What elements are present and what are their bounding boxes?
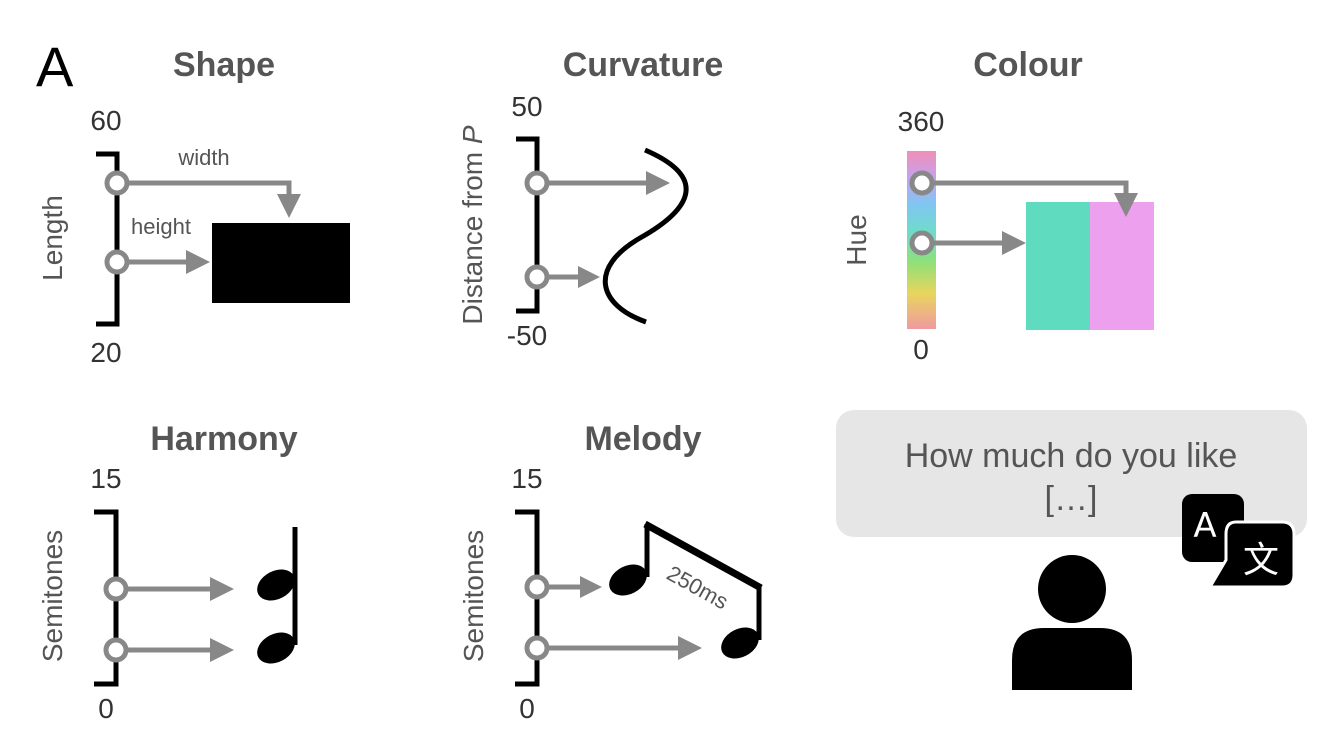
prompt-line-1: How much do you like <box>905 437 1238 475</box>
melody-second-arrowhead <box>678 636 702 660</box>
person-icon <box>1012 555 1132 690</box>
curvature-axis-label: Distance from P <box>457 125 488 325</box>
shape-title: Shape <box>173 46 275 84</box>
curvature-title: Curvature <box>563 46 724 84</box>
shape-width-arrowhead <box>277 194 301 218</box>
translate-icon-cjk: 文 <box>1243 540 1279 581</box>
melody-panel: Melody 15 0 Semitones 250ms <box>458 420 763 724</box>
melody-bottom-node <box>524 635 550 661</box>
harmony-chord-notes <box>257 527 298 664</box>
colour-top-arrowhead <box>1114 193 1138 217</box>
melody-axis-label: Semitones <box>458 530 489 662</box>
harmony-bottom-arrowhead <box>210 638 234 662</box>
melody-bottom-tick: 0 <box>519 693 535 724</box>
harmony-top-arrowhead <box>210 577 234 601</box>
curvature-top-tick: 50 <box>511 91 542 122</box>
harmony-axis-label: Semitones <box>37 530 68 662</box>
shape-height-label: height <box>131 214 191 239</box>
curvature-bottom-tick: -50 <box>507 320 547 351</box>
teal-swatch <box>1026 202 1090 330</box>
panel-letter: A <box>36 35 74 98</box>
melody-note-first <box>609 564 647 596</box>
shape-axis-bracket <box>96 151 120 327</box>
harmony-top-tick: 15 <box>90 463 121 494</box>
rating-panel: How much do you like […] A 文 <box>836 410 1307 690</box>
shape-width-label: width <box>177 145 229 170</box>
harmony-note-lower <box>257 632 295 664</box>
melody-note-second <box>721 627 759 659</box>
person-body <box>1012 628 1132 690</box>
curvature-bottom-arrowhead <box>578 266 600 288</box>
colour-bottom-tick: 0 <box>913 334 929 365</box>
curvature-s-curve <box>602 147 689 325</box>
shape-width-node <box>104 170 130 196</box>
shape-width-arrow <box>117 180 292 196</box>
colour-axis-label: Hue <box>841 214 872 265</box>
colour-top-tick: 360 <box>898 106 945 137</box>
shape-panel: Shape 60 20 Length width height <box>37 46 350 368</box>
prompt-line-2: […] <box>1045 480 1098 518</box>
curvature-panel: Curvature 50 -50 Distance from P <box>457 46 723 351</box>
translate-icon-latin: A <box>1193 506 1216 546</box>
shape-height-node <box>104 249 130 275</box>
curvature-top-arrowhead <box>646 171 670 195</box>
melody-top-tick: 15 <box>511 463 542 494</box>
shape-height-arrowhead <box>186 250 210 274</box>
melody-notes <box>609 520 763 659</box>
curvature-top-node <box>524 170 550 196</box>
pink-swatch <box>1090 202 1154 330</box>
translate-icon-front <box>1207 520 1296 589</box>
curvature-axis-label-var: P <box>457 125 488 144</box>
colour-panel: Colour 360 0 Hue <box>841 46 1154 365</box>
melody-title: Melody <box>584 420 701 458</box>
colour-top-arrow <box>922 180 1129 195</box>
colour-title: Colour <box>973 46 1083 84</box>
colour-bottom-node <box>909 230 935 256</box>
harmony-bottom-tick: 0 <box>98 693 114 724</box>
shape-top-tick: 60 <box>90 105 121 136</box>
shape-bottom-tick: 20 <box>90 337 121 368</box>
curvature-axis-label-prefix: Distance from <box>457 144 488 325</box>
colour-top-node <box>909 170 935 196</box>
melody-first-arrowhead <box>580 576 602 598</box>
shape-rectangle <box>212 223 350 303</box>
harmony-panel: Harmony 15 0 Semitones <box>37 420 298 724</box>
colour-bottom-arrowhead <box>1002 231 1026 255</box>
melody-top-node <box>524 574 550 600</box>
person-head <box>1038 555 1106 623</box>
harmony-note-upper <box>257 569 295 601</box>
harmony-top-node <box>103 576 129 602</box>
melody-beam <box>643 520 763 592</box>
curvature-bottom-node <box>524 264 550 290</box>
harmony-title: Harmony <box>150 420 297 458</box>
translate-icon: A 文 <box>1182 494 1296 589</box>
shape-axis-label: Length <box>37 195 68 281</box>
curvature-axis-bracket <box>516 136 540 314</box>
harmony-bottom-node <box>103 637 129 663</box>
